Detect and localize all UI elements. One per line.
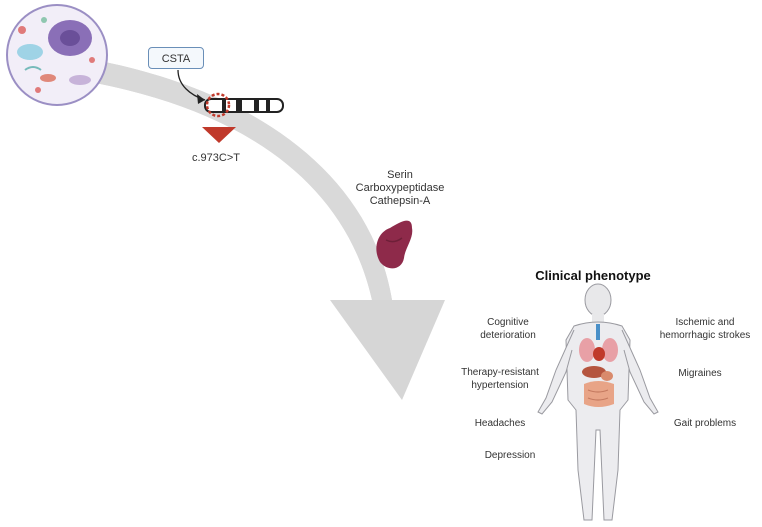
flow-arrow <box>90 60 445 400</box>
variant-label: c.973C>T <box>192 152 240 164</box>
gene-label-box: CSTA <box>148 47 204 69</box>
protein-icon <box>376 220 413 269</box>
human-body-icon <box>537 283 659 521</box>
protein-label: Serin Carboxypeptidase Cathepsin-A <box>345 169 455 208</box>
mutation-marker-icon <box>202 92 236 143</box>
symptom-line: Depression <box>484 450 536 461</box>
symptom-cognitive-deterioration: Cognitive deterioration <box>468 316 548 342</box>
symptom-gait-problems: Gait problems <box>660 417 750 430</box>
symptom-strokes: Ischemic and hemorrhagic strokes <box>650 316 760 342</box>
symptom-depression: Depression <box>470 449 550 462</box>
protein-label-line: Serin <box>387 169 413 181</box>
protein-label-line: Cathepsin-A <box>369 195 431 207</box>
symptom-line: Headaches <box>474 418 526 429</box>
symptom-line: deterioration <box>480 330 536 341</box>
chromosome-icon <box>204 98 284 113</box>
symptom-line: Ischemic and <box>675 317 735 328</box>
symptom-line: hypertension <box>471 380 529 391</box>
symptom-line: Therapy-resistant <box>461 367 539 378</box>
cell-icon <box>6 4 108 106</box>
symptom-line: hemorrhagic strokes <box>659 330 751 341</box>
symptom-line: Cognitive <box>487 317 529 328</box>
symptom-line: Gait problems <box>673 418 737 429</box>
phenotype-title: Clinical phenotype <box>535 268 651 283</box>
symptom-headaches: Headaches <box>460 417 540 430</box>
symptom-line: Migraines <box>678 368 722 379</box>
pointer-arrow <box>177 69 206 104</box>
symptom-migraines: Migraines <box>660 367 740 380</box>
protein-label-line: Carboxypeptidase <box>355 182 445 194</box>
symptom-hypertension: Therapy-resistant hypertension <box>452 366 548 392</box>
